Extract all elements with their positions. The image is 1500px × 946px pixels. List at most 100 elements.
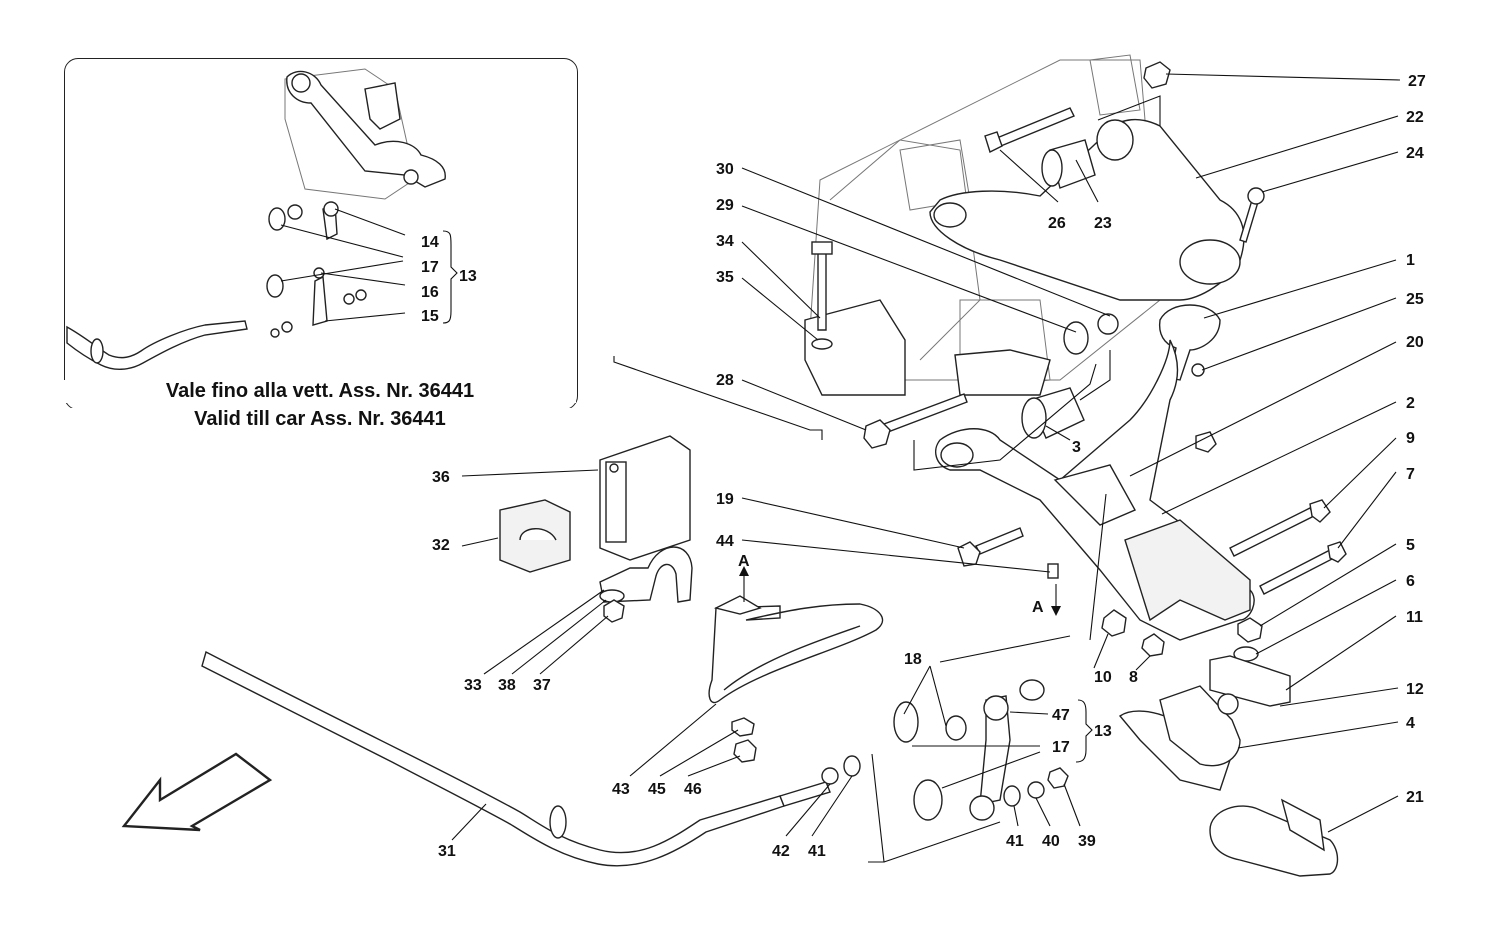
construction-line-4 [1089,493,1107,641]
nut-39 [1047,767,1069,789]
bolt-24-head [1247,187,1265,205]
inset-nut-d [281,321,293,333]
callout-2: 2 [1406,395,1415,412]
washer-40 [1027,781,1045,799]
callout-13: 13 [1094,723,1112,740]
construction-line-7 [939,635,1071,663]
nut-25 [1191,363,1205,377]
callout-4: 4 [1406,715,1415,732]
nut-18 [945,715,967,741]
section-letter-a-upper: A [738,553,750,570]
construction-line-2 [913,363,1097,471]
inset-label-16: 16 [421,284,439,301]
mount-bracket [804,299,906,396]
bolt-24 [1239,199,1259,243]
shield-43-bracket [713,595,762,615]
upper-bush-eye [1096,119,1134,161]
callout-41: 41 [808,843,826,860]
inset-lead-17a [280,224,404,258]
callout-labels: 27 22 24 1 25 20 2 9 7 5 6 11 12 4 21 30… [432,73,1426,860]
construction-line-3 [1097,95,1161,126]
callout-31: 31 [438,843,456,860]
callout-45: 45 [648,781,666,798]
inset-eye-b [266,274,284,298]
callout-7: 7 [1406,466,1415,483]
leader-lines [451,73,1401,841]
washer-42 [821,767,839,785]
callout-5: 5 [1406,537,1415,554]
washer-38 [599,589,625,603]
inset-bushing [291,73,311,93]
bolt-34-head [811,241,833,255]
callout-38: 38 [498,677,516,694]
inset-stabilizer-bar [66,320,248,370]
inset-nut-c [355,289,367,301]
inset-lead-17b [280,260,404,282]
construction-line-1 [613,356,823,440]
washer-41 [843,755,861,777]
callout-35: 35 [716,269,734,286]
arrow-a-up-head [739,566,749,576]
callout-28: 28 [716,372,734,389]
inset-brace-13 [442,230,458,324]
callout-23: 23 [1094,215,1112,232]
callout-32: 32 [432,537,450,554]
balljoint-seat [1179,239,1241,285]
callout-12: 12 [1406,681,1424,698]
inset-frame-ghost [284,68,416,200]
callout-3: 3 [1072,439,1081,456]
callout-43: 43 [612,781,630,798]
callout-6: 6 [1406,573,1415,590]
callout-37: 37 [533,677,551,694]
callout-20: 20 [1406,334,1424,351]
callout-39: 39 [1078,833,1096,850]
callout-44: 44 [716,533,734,550]
washer-41b [1003,785,1021,807]
inset-drawing: 14 17 16 15 13 [66,68,477,370]
callout-30: 30 [716,161,734,178]
callout-34: 34 [716,233,734,250]
callout-42: 42 [772,843,790,860]
inset-rod-eye [323,201,339,217]
inset-caption-english: Valid till car Ass. Nr. 36441 [64,408,576,431]
callout-19: 19 [716,491,734,508]
bolt-28 [883,393,968,433]
callout-18: 18 [904,651,922,668]
callout-1: 1 [1406,252,1415,269]
arrow-a-down-head [1051,606,1061,616]
callout-46: 46 [684,781,702,798]
washer-35 [811,338,833,350]
bolt-9-head [1309,499,1331,523]
callout-8: 8 [1129,669,1138,686]
inset-panel: 14 17 16 15 13 [64,58,578,410]
nut-18b [1019,679,1045,701]
stabilizer-bar-31 [201,650,785,867]
inset-lead-14 [334,208,406,236]
inset-nut-e [270,328,280,338]
callout-29: 29 [716,197,734,214]
callout-36: 36 [432,469,450,486]
inset-lead-16 [320,272,406,286]
bracket-21 [1209,805,1339,877]
nut-30 [1097,313,1119,335]
clamp-strap [599,546,693,603]
bushing-23-face [1041,149,1063,187]
dowel-44 [1047,563,1059,579]
callout-41b: 41 [1006,833,1024,850]
nut-46 [733,739,757,763]
callout-47: 47 [1052,707,1070,724]
bolt-26-head [984,131,1003,153]
washer-29 [1063,321,1089,355]
bolt-26 [991,107,1075,149]
lower-fork [1124,519,1251,622]
section-letter-a-lower: A [1032,599,1044,616]
callout-10: 10 [1094,669,1112,686]
bolt-34 [817,251,827,331]
inset-bracket [364,82,401,130]
balljoint-4 [1159,685,1241,767]
bracket-21-tab [1280,798,1325,852]
clamp-36-hole [609,463,619,473]
inset-lead-15 [324,312,406,322]
forward-direction-arrow [121,752,273,832]
